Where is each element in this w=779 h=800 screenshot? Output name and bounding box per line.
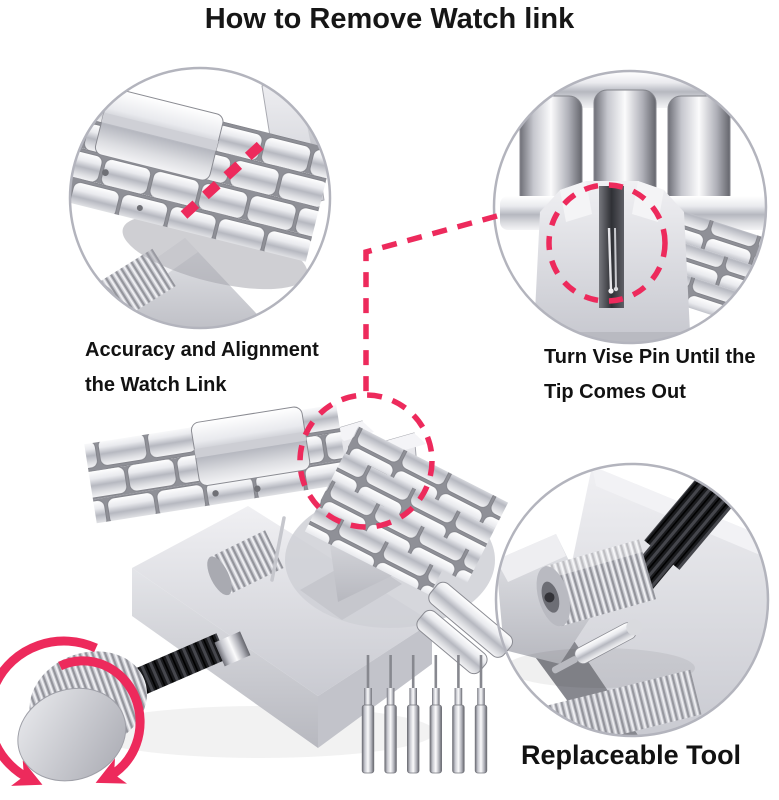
inset-right-border [492, 69, 768, 345]
alignment-dashed-line [180, 139, 267, 219]
rotation-arrow-right [58, 656, 145, 784]
page-title: How to Remove Watch link [204, 3, 575, 35]
watch-band [70, 88, 330, 262]
caption-turn-vise-line2: Tip Comes Out [544, 381, 686, 403]
caption-accuracy-line2: the Watch Link [85, 374, 227, 396]
pin-tip [613, 286, 619, 292]
caption-accuracy: Accuracy and Alignment the Watch Link [85, 333, 319, 403]
knurled-roller [207, 530, 284, 596]
replacement-pin [429, 655, 443, 774]
rotation-arrow-left [0, 636, 98, 786]
vise-jaw-with-slot [520, 181, 700, 343]
caption-accuracy-line1: Accuracy and Alignment [85, 339, 319, 361]
inset-right-photo [494, 71, 766, 343]
dashed-highlight-circle-main [297, 392, 435, 530]
pusher-pin [270, 516, 286, 582]
inset-bottom-border [494, 462, 770, 738]
watch-band-upper [84, 404, 349, 524]
main-tool-photo [17, 404, 513, 782]
pink-annotations [0, 139, 668, 786]
knurled-roller [536, 539, 657, 627]
inset-left-border [68, 66, 332, 330]
watch-band-end-links [416, 581, 513, 675]
dashed-connector-line [363, 213, 498, 393]
inset-bottom-photo [496, 464, 768, 736]
caption-replaceable-tool: Replaceable Tool [521, 740, 742, 770]
replacement-pin [474, 655, 488, 774]
caption-turn-vise-line1: Turn Vise Pin Until the [544, 346, 756, 368]
pin-tip [608, 288, 614, 294]
inset-left-photo [70, 68, 330, 328]
replacement-pin [406, 655, 420, 774]
replacement-pins [361, 655, 488, 774]
replacement-pin [384, 655, 397, 774]
replaceable-pin [551, 619, 643, 674]
watch-band-lower [304, 426, 509, 596]
tool-base-top [132, 506, 432, 696]
caption-turn-vise: Turn Vise Pin Until the Tip Comes Out [544, 340, 756, 410]
replacement-pin [452, 655, 465, 774]
replacement-pin [361, 655, 375, 774]
dashed-highlight-circle-pin-tip [546, 182, 668, 304]
